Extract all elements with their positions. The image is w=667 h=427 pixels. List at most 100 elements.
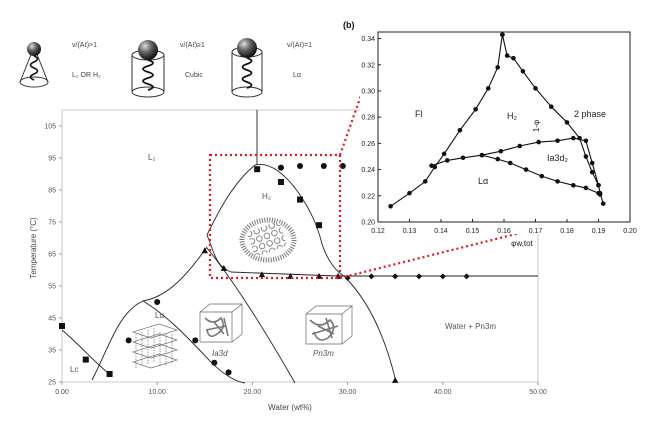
inset-data-point [511, 55, 516, 61]
pn3m-cube-illustration [305, 305, 353, 345]
lamellar-layer [132, 323, 178, 339]
wedge-base [131, 86, 165, 98]
main-y-tick-label: 95 [48, 156, 56, 163]
inset-wedge-shape [131, 40, 165, 98]
inset-x-tick-label: 0.14 [434, 228, 448, 235]
cube-side [231, 304, 243, 343]
inset-label-2: ν/(Aℓ)≥1 [180, 42, 205, 49]
data-point-circle [225, 369, 232, 376]
inset-region-2phase: 2 phase [574, 109, 606, 119]
inset-y-tick-label: 0.30 [361, 88, 375, 95]
data-point-square [59, 323, 65, 329]
inset-data-point [473, 107, 478, 112]
data-point-circle [154, 299, 161, 305]
boundary-cubic-left [91, 246, 208, 381]
inset-data-point [583, 138, 589, 144]
inset-data-point [533, 86, 538, 91]
inset-region-labels: Fl H₂ 2 phase Ia3d₂ Lα [415, 109, 606, 186]
boundary-pn3m-right [343, 275, 397, 383]
main-y-tick-label: 105 [44, 124, 56, 131]
inset-data-point [571, 183, 576, 188]
data-point-diamond [439, 273, 446, 280]
zoom-connector-bottom [339, 208, 613, 280]
inset-data-point [441, 151, 447, 157]
inset-data-point [555, 138, 560, 144]
inset-b-panel-label: (b) [343, 20, 355, 30]
inset-data-point [407, 190, 412, 196]
main-x-tick-label: 0.00 [55, 389, 69, 396]
inset-b-background [360, 32, 622, 234]
data-point-diamond [463, 273, 470, 280]
inset-x-tick-label: 0.19 [592, 228, 606, 235]
cylinder-base [231, 86, 263, 98]
main-y-tick-label: 35 [48, 348, 56, 355]
inset-data-point [388, 203, 393, 209]
cube-network [309, 317, 339, 341]
data-point-triangle [220, 264, 228, 271]
data-point-circle [125, 337, 132, 344]
lamellar-chains [135, 328, 173, 368]
inset-data-point [589, 169, 595, 175]
boundary-la-right [142, 300, 246, 384]
inset-region-fl: Fl [415, 109, 423, 119]
main-y-tick-label: 45 [48, 316, 56, 323]
inset-y-tick-label: 0.20 [361, 220, 375, 227]
zoom-connector-top [338, 32, 385, 156]
inset-data-point [422, 179, 428, 184]
cube-network [204, 316, 229, 338]
data-point-circle [277, 164, 284, 171]
inset-data-point [555, 179, 560, 184]
data-point-square [277, 179, 284, 185]
inset-data-point [479, 152, 485, 158]
headgroup-ball [237, 38, 257, 58]
data-point-square [297, 196, 303, 203]
inset-series-line [390, 34, 503, 207]
zoom-region-box [208, 153, 342, 280]
inset-data-point [517, 143, 523, 149]
inset-x-tick-label: 0.13 [403, 228, 417, 235]
main-x-tick-label: 50.00 [529, 389, 547, 396]
inset-data-point [460, 155, 466, 161]
hex-rods [246, 220, 288, 258]
inset-x-axis-label: φw,tot [511, 239, 533, 248]
data-point-circle [320, 163, 327, 169]
main-x-tick-label: 30.00 [339, 389, 357, 396]
tail-coil [29, 55, 39, 81]
headgroup-ball [138, 40, 158, 60]
inset-y-tick-label: 0.22 [361, 193, 375, 200]
lamellar-structure-illustration [132, 323, 178, 369]
inset-data-point [504, 53, 510, 58]
boundary-h2-l2 [206, 163, 345, 277]
boundary-ia3d-pn3m [206, 247, 296, 384]
inset-data-point [520, 69, 526, 74]
region-l2: L₂ [148, 153, 156, 162]
inset-data-series [388, 32, 606, 209]
data-point-diamond [392, 273, 399, 280]
cone-base [19, 76, 49, 88]
inset-phase-1: L₂ OR H₂ [72, 72, 101, 79]
inset-phase-3: Lα [293, 72, 301, 79]
main-y-tick-label: 55 [48, 284, 56, 291]
data-point-triangle [258, 271, 266, 278]
inset-x-tick-label: 0.18 [560, 228, 574, 235]
inset-cylinder-shape [231, 38, 263, 98]
region-pn3m: Pn3m [313, 349, 334, 358]
main-region-labels: L₂ H₂ Lα Lᴄ Ia3d Pn3m Water + Pn3m [70, 153, 496, 374]
cylinder-outline [231, 52, 263, 92]
inset-x-tick-label: 0.15 [466, 228, 480, 235]
data-point-square [316, 222, 323, 229]
inset-data-point [564, 120, 570, 125]
inset-data-point [597, 192, 603, 197]
inset-data-point [571, 135, 576, 141]
inset-data-point [523, 167, 529, 172]
data-point-triangle [392, 376, 399, 383]
inset-data-point [457, 127, 463, 133]
cube-side [341, 306, 353, 345]
inset-label-3: ν/(Aℓ)=1 [287, 42, 312, 49]
inset-data-point [539, 173, 545, 179]
hexagonal-structure-illustration [239, 217, 297, 263]
inset-data-point [583, 185, 589, 191]
main-x-axis-label: Water (wt%) [268, 403, 312, 412]
inset-y-axis-label: 1-φ [532, 120, 541, 132]
